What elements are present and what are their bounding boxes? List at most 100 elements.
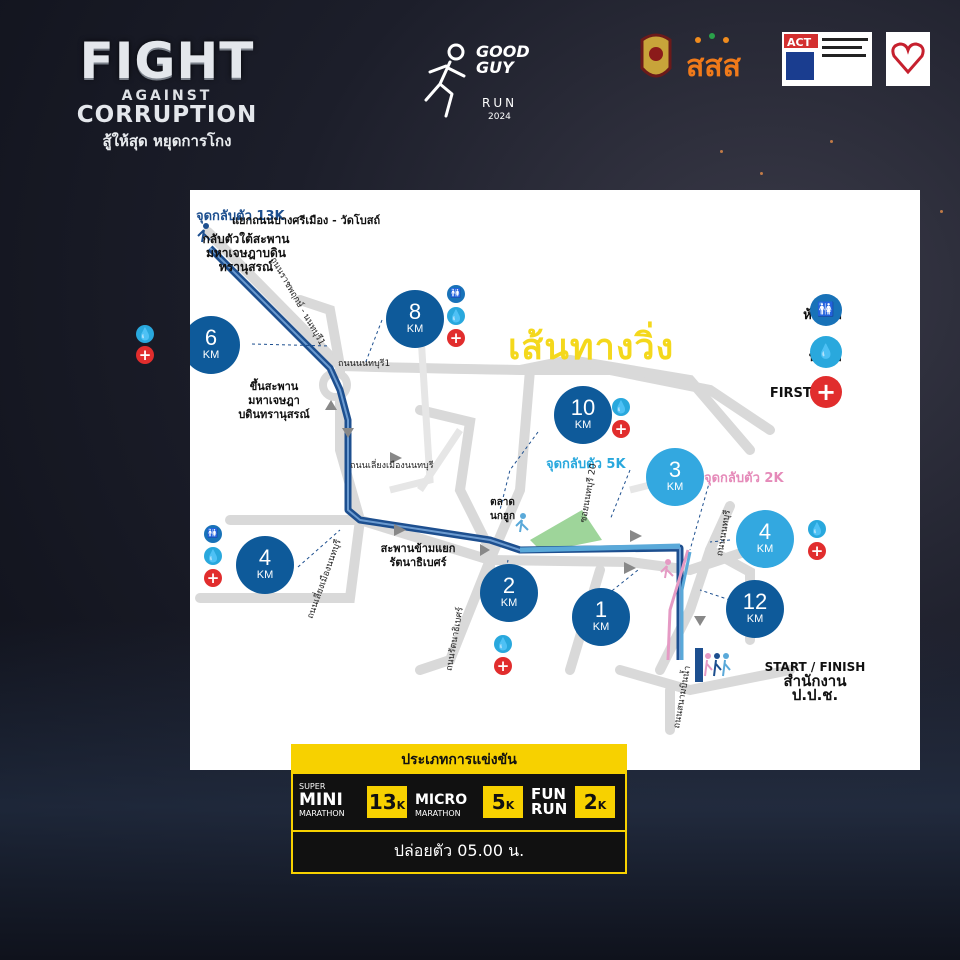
first-aid-icon: + bbox=[494, 657, 512, 675]
turnaround-13k-line2: มหาเจษฎาบดิน bbox=[205, 246, 286, 260]
start-finish-line bbox=[695, 648, 703, 682]
bridge-label: ขึ้นสะพาน มหาเจษฎา บดินทรานุสรณ์ bbox=[224, 380, 324, 422]
road-network bbox=[195, 223, 795, 735]
km-value: 8 bbox=[408, 299, 422, 324]
start-finish-title: START / FINISH bbox=[764, 660, 866, 674]
rattanathibet-bridge-line1: สะพานข้ามแยก bbox=[380, 542, 456, 555]
route-map: เส้นทางวิ่ง ห้องน้ำ 🚻 น้ำดื่ม 💧 FIRST AI… bbox=[190, 190, 920, 770]
category-main: MINI bbox=[299, 790, 343, 810]
start-finish-line3: ป.ป.ช. bbox=[791, 686, 839, 704]
category-mini-marathon: SUPER MINI MARATHON bbox=[299, 782, 345, 818]
distance-2k: 2K bbox=[575, 786, 615, 818]
brand-tagline: สู้ให้สุด หยุดการโกง bbox=[102, 132, 232, 150]
ember-spark bbox=[830, 140, 833, 143]
km-unit: KM bbox=[666, 481, 684, 493]
distance-value: 2 bbox=[583, 790, 598, 814]
event-logo-year: 2024 bbox=[488, 112, 511, 122]
ember-spark bbox=[940, 210, 943, 213]
svg-text:สสส: สสส bbox=[686, 49, 742, 84]
water-drop-icon: 💧 bbox=[136, 325, 154, 343]
bridge-label-line1: ขึ้นสะพาน bbox=[249, 380, 299, 393]
partner-logos: สสส ACT bbox=[636, 30, 936, 90]
street-bypass: ถนนเลี่ยงเมืองนนทบุรี bbox=[350, 461, 434, 471]
market-label-line1: ตลาด bbox=[490, 497, 515, 508]
start-time: ปล่อยตัว 05.00 น. bbox=[393, 841, 525, 860]
water-drop-icon: 💧 bbox=[447, 307, 465, 325]
fight-against-corruption-logo: FIGHT AGAINST CORRUPTION สู้ให้สุด หยุดก… bbox=[62, 34, 272, 153]
category-fun-run: FUN RUN bbox=[531, 787, 567, 817]
category-top: SUPER bbox=[299, 782, 326, 791]
distance-value: 13 bbox=[368, 790, 397, 814]
km-value: 12 bbox=[742, 589, 768, 614]
brand-corruption: CORRUPTION bbox=[76, 102, 258, 128]
start-finish-line2: สำนักงาน bbox=[783, 672, 847, 690]
distance-unit: K bbox=[505, 799, 515, 812]
distance-5k: 5K bbox=[483, 786, 523, 818]
category-bottom: MARATHON bbox=[415, 809, 461, 818]
water-drop-icon: 💧 bbox=[612, 398, 630, 416]
crest-logo bbox=[640, 33, 672, 78]
km-unit: KM bbox=[592, 621, 610, 633]
km-value: 4 bbox=[758, 519, 772, 544]
runner-icon bbox=[424, 43, 466, 118]
ember-spark bbox=[760, 172, 763, 175]
km-value: 6 bbox=[204, 325, 218, 350]
turnaround-13k-title: จุดกลับตัว 13K bbox=[196, 209, 285, 224]
km-value: 4 bbox=[258, 545, 272, 570]
market-label: ตลาด นกฮูก bbox=[490, 496, 515, 524]
first-aid-icon: + bbox=[612, 420, 630, 438]
water-drop-icon: 💧 bbox=[808, 520, 826, 538]
km-unit: KM bbox=[756, 543, 774, 555]
distance-unit: K bbox=[597, 799, 607, 812]
turnaround-13k-line3: ทรานุสรณ์ bbox=[218, 260, 274, 274]
bridge-label-line2: มหาเจษฎา bbox=[248, 394, 300, 407]
map-title: เส้นทางวิ่ง bbox=[508, 327, 675, 368]
brand-fight: FIGHT bbox=[79, 32, 255, 90]
rattanathibet-bridge-line2: รัตนาธิเบศร์ bbox=[389, 556, 447, 569]
runner-icon-2k bbox=[660, 559, 674, 579]
category-bottom: MARATHON bbox=[299, 809, 345, 818]
category-main: FUN bbox=[531, 785, 566, 803]
event-logo-line1: GOOD bbox=[476, 42, 530, 61]
market-label-line2: นกฮูก bbox=[490, 511, 516, 522]
start-finish-label: START / FINISH สำนักงาน ป.ป.ช. bbox=[750, 660, 880, 704]
turnaround-5k: จุดกลับตัว 5K bbox=[546, 457, 626, 472]
category-micro-marathon: MICRO MARATHON bbox=[415, 791, 467, 818]
route-5k bbox=[519, 543, 681, 553]
runner-group-icon bbox=[704, 653, 731, 677]
act-logo: ACT bbox=[782, 32, 872, 86]
intersection-label: แยกถนนบางศรีเมือง - วัดโบสถ์ bbox=[232, 214, 381, 227]
km-unit: KM bbox=[202, 349, 220, 361]
restroom-icon: 🚻 bbox=[810, 294, 842, 326]
turnaround-13k-line1: กลับตัวใต้สะพาน bbox=[202, 232, 290, 246]
event-logo-line2: GUY bbox=[476, 58, 514, 77]
direction-arrows bbox=[325, 400, 706, 626]
runner-icon bbox=[197, 223, 211, 243]
turnaround-13k-desc: กลับตัวใต้สะพาน มหาเจษฎาบดิน ทรานุสรณ์ bbox=[196, 232, 296, 274]
km-value: 10 bbox=[570, 395, 596, 420]
first-aid-icon: + bbox=[204, 569, 222, 587]
event-logo-run: RUN bbox=[482, 96, 518, 110]
race-categories-box: ประเภทการแข่งขัน SUPER MINI MARATHON 13K… bbox=[291, 744, 627, 874]
rattanathibet-bridge-label: สะพานข้ามแยก รัตนาธิเบศร์ bbox=[368, 542, 468, 570]
distance-value: 5 bbox=[491, 790, 506, 814]
category-main: MICRO bbox=[415, 792, 468, 808]
turnaround-2k: จุดกลับตัว 2K bbox=[704, 471, 784, 486]
bridge-label-line3: บดินทรานุสรณ์ bbox=[238, 408, 310, 421]
km-unit: KM bbox=[256, 569, 274, 581]
km-value: 1 bbox=[594, 597, 608, 622]
restroom-icon: 🚻 bbox=[204, 525, 222, 543]
heart-logo bbox=[886, 32, 930, 86]
km-unit: KM bbox=[406, 323, 424, 335]
first-aid-icon: + bbox=[136, 346, 154, 364]
